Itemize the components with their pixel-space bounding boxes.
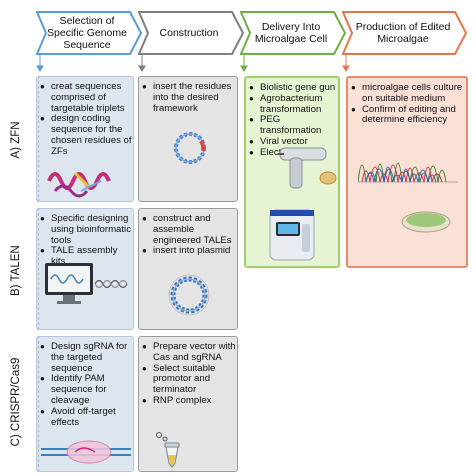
crispr-selection-divider [38, 336, 40, 472]
eppendorf-tube-icon [156, 432, 180, 468]
plasmid-ring-icon [168, 274, 210, 316]
talen-selection-item: TALE assembly kits [40, 246, 133, 268]
production-item: microalgae cells culture on suitable med… [351, 82, 466, 105]
crispr-selection-item: Identify PAM sequence for cleavage [40, 373, 133, 406]
zfn-selection-item: creat sequences comprised of targetable … [40, 81, 133, 114]
cas9-dna-icon [41, 440, 131, 464]
gene-gun-icon [278, 147, 337, 189]
row-label-zfn: A) ZFN [10, 121, 22, 159]
delivery-method-item: Viral vector [249, 136, 338, 148]
delivery-method-item: Biolistic gene gun [249, 82, 338, 94]
talen-selection-divider [38, 208, 40, 330]
header-step-construction: Construction [138, 0, 244, 66]
zfn-selection-item: design coding sequence for the chosen re… [40, 113, 133, 157]
talen-construction-item: insert into plasmid [142, 246, 237, 257]
header-label: Production of Edited Microalgae [355, 21, 451, 45]
talen-construction-item: construct and assemble engineered TALEs [142, 213, 237, 246]
delivery-method-item: Agrobacterium transformation [249, 93, 338, 116]
crispr-construction-item: Prepare vector with Cas and sgRNA [142, 341, 237, 364]
electroporator-icon [269, 209, 315, 261]
crispr-selection-item: Design sgRNA for the targeted sequence [40, 341, 133, 374]
header-label: Construction [159, 27, 219, 39]
crispr-selection-item: Avoid off-target effects [40, 406, 133, 429]
header-step-selection: Selection of Specific Genome Sequence [36, 0, 142, 66]
zfn-production-cell: microalgae cells culture on suitable med… [346, 76, 468, 268]
talen-selection-item: Specific designing using bioinformatic t… [40, 213, 133, 246]
zfn-construction-cell: insert the residues into the desired fra… [138, 76, 238, 202]
crispr-construction-item: Select suitable promotor and terminator [142, 363, 237, 396]
connector-arrows [0, 54, 474, 76]
header-label: Selection of Specific Genome Sequence [47, 15, 127, 51]
header-step-delivery: Delivery Into Microalgae Cell [240, 0, 346, 66]
talen-selection-cell: Specific designing using bioinformatic t… [36, 208, 134, 330]
computer-monitor-icon [45, 263, 93, 304]
zfn-selection-divider [38, 76, 40, 202]
header-step-production: Production of Edited Microalgae [342, 0, 468, 66]
dna-helix-icon [95, 279, 128, 289]
crispr-selection-cell: Design sgRNA for the targeted sequence I… [36, 336, 134, 472]
zinc-finger-protein-icon [47, 171, 111, 198]
row-label-talen: B) TALEN [10, 245, 22, 296]
petri-dish-icon [401, 211, 451, 233]
row-label-crispr: C) CRISPR/Cas9 [10, 357, 22, 447]
plasmid-ring-icon [174, 132, 206, 164]
zfn-delivery-cell: Biolistic gene gun Agrobacterium transfo… [244, 76, 340, 268]
delivery-method-item: PEG transformation [249, 115, 338, 137]
zfn-construction-item: insert the residues into the desired fra… [142, 81, 237, 114]
talen-construction-cell: construct and assemble engineered TALEs … [138, 208, 238, 330]
zfn-selection-cell: creat sequences comprised of targetable … [36, 76, 134, 202]
header-label: Delivery Into Microalgae Cell [254, 21, 328, 45]
production-item: Confirm of editing and determine efficie… [351, 104, 466, 127]
chromatogram-icon [358, 162, 458, 183]
crispr-construction-cell: Prepare vector with Cas and sgRNA Select… [138, 336, 238, 472]
crispr-construction-item: RNP complex [142, 395, 237, 407]
